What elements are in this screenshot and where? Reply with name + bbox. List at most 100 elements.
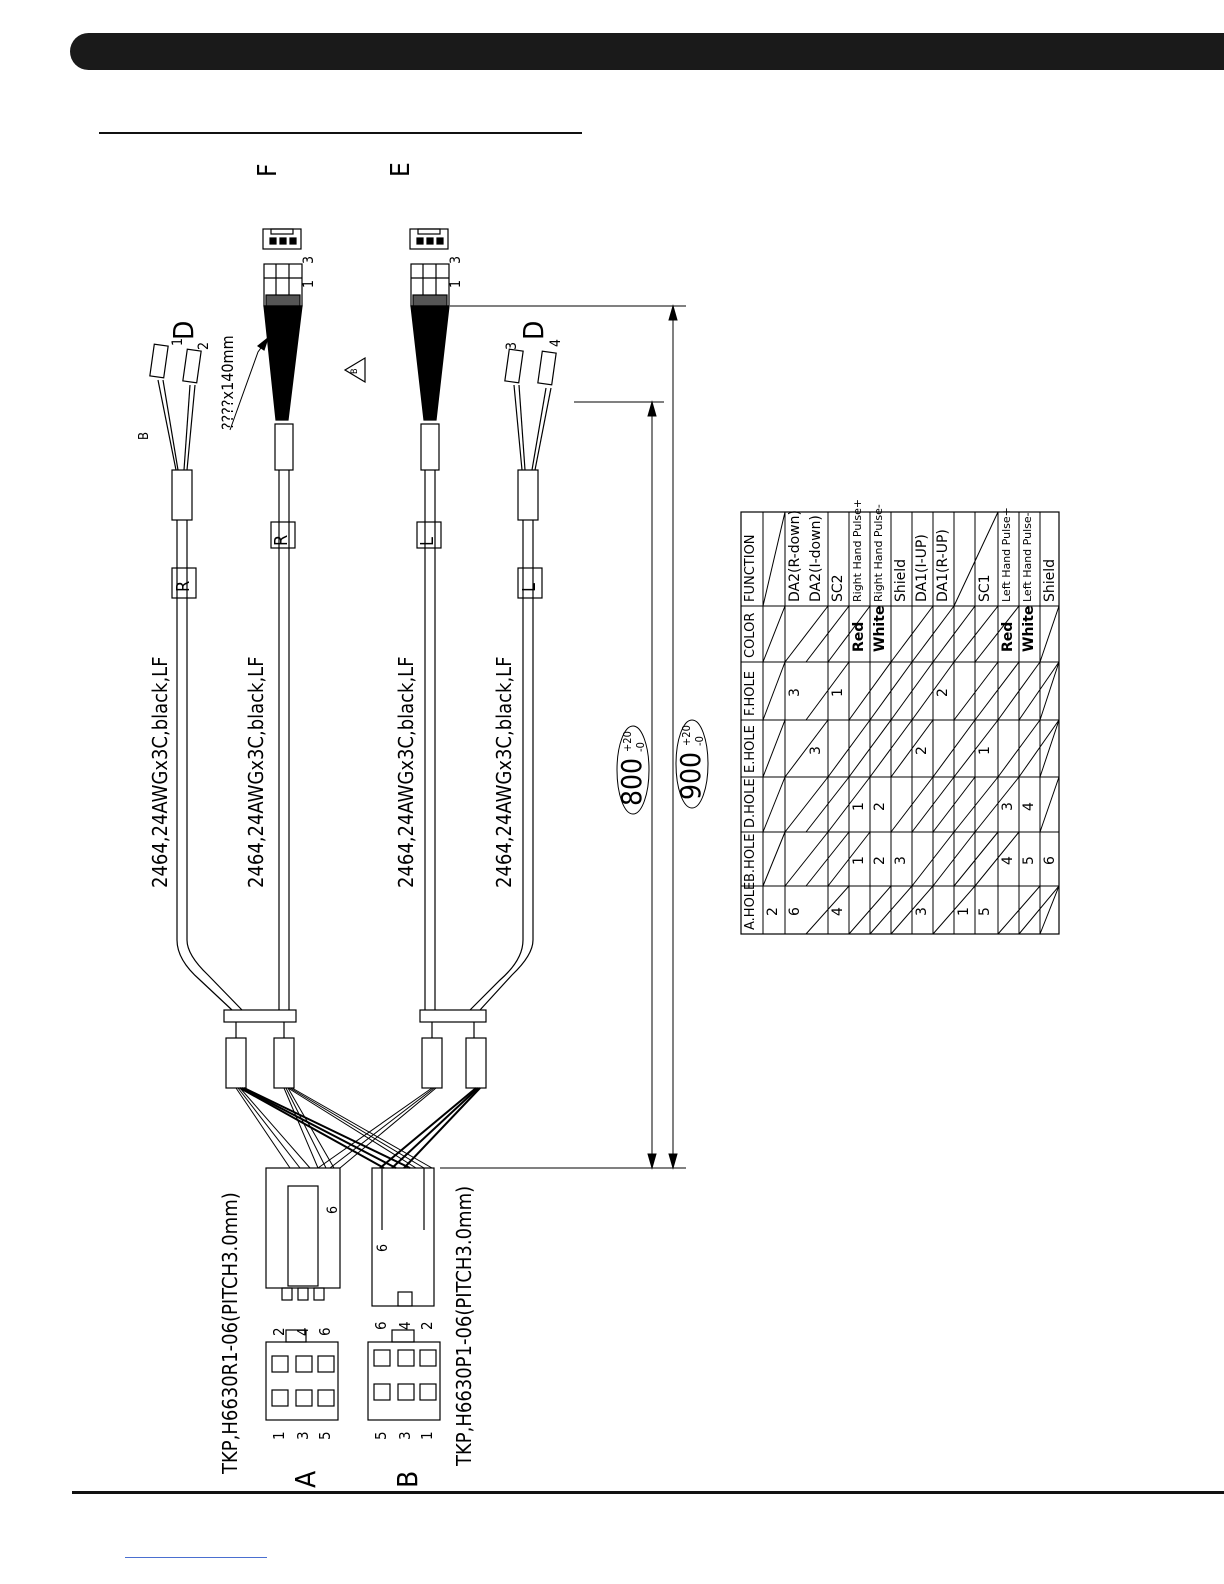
b-mark: B: [137, 431, 152, 440]
empty-cell-hatch: [805, 661, 850, 721]
connector-e-pin3: 3: [448, 255, 464, 264]
empty-cell-hatch: [997, 661, 1041, 721]
connector-a: [265, 1167, 341, 1421]
heatshrink-f1: [274, 423, 294, 471]
empty-cell-hatch: [953, 719, 999, 778]
empty-cell-hatch: [784, 605, 829, 663]
empty-cell-hatch: [1018, 885, 1060, 935]
empty-cell-hatch: [762, 661, 786, 721]
sleeve-e: [410, 305, 450, 421]
empty-cell-hatch: [911, 661, 955, 721]
table-cell: Red: [851, 621, 867, 652]
empty-cell-hatch: [784, 831, 829, 887]
table-cell: 2: [935, 688, 951, 697]
sleeve-f: [263, 305, 303, 421]
empty-cell-hatch: [911, 605, 955, 663]
table-cell: Right Hand Pulse+: [851, 498, 864, 602]
empty-cell-hatch: [953, 605, 999, 663]
table-header-f-hole: F.HOLE: [743, 671, 758, 716]
table-cell: Left Hand Pulse+: [1000, 507, 1013, 602]
table-header-d-hole: D.HOLE: [743, 778, 758, 828]
connector-a-pin5: 5: [316, 1431, 334, 1440]
empty-cell-hatch: [1039, 776, 1060, 833]
empty-cell-hatch: [827, 831, 871, 887]
table-cell: Left Hand Pulse-: [1021, 512, 1034, 602]
tag-r-cable2: [270, 521, 296, 549]
empty-cell-hatch: [784, 719, 829, 778]
empty-cell-hatch: [953, 661, 999, 721]
empty-cell-hatch: [762, 719, 786, 778]
empty-cell-hatch: [848, 661, 892, 721]
dim-900-value: 900: [674, 751, 707, 800]
connector-a-letter: A: [289, 1470, 322, 1488]
empty-cell-hatch: [1039, 605, 1060, 663]
empty-cell-hatch: [932, 885, 976, 935]
connector-a-pin4: 4: [294, 1327, 312, 1336]
footer-rule: [72, 1491, 1224, 1494]
empty-cell-hatch: [932, 831, 976, 887]
table-cell: 3: [808, 745, 824, 755]
empty-cell-hatch: [974, 661, 1020, 721]
terminal-d-pin1: 1: [170, 337, 186, 346]
table-cell: 3: [1000, 801, 1016, 811]
dim-900-tol-minus: -0: [693, 736, 706, 746]
table-header-e-hole: E.HOLE: [743, 725, 758, 773]
empty-cell-hatch: [890, 776, 934, 833]
table-cell: 3: [893, 856, 909, 865]
table-cell: 3: [787, 688, 803, 697]
table-cell: 1: [956, 907, 972, 916]
empty-cell-hatch: [762, 511, 786, 607]
connector-b-pin4: 4: [396, 1321, 414, 1330]
connector-e: [409, 228, 450, 307]
terminals-d-bottom: [504, 348, 557, 521]
connector-f-pin3: 3: [301, 255, 317, 264]
dim-800-tol-minus: -0: [634, 742, 647, 752]
empty-cell-hatch: [953, 511, 999, 607]
empty-cell-hatch: [762, 776, 786, 833]
footer-link[interactable]: [125, 1557, 267, 1558]
empty-cell-hatch: [1039, 661, 1060, 721]
table-cell: White: [1021, 605, 1037, 652]
tag-l-cable4: [517, 567, 543, 599]
header-bar: [70, 33, 1224, 70]
dim-800-tol-plus: +20: [621, 731, 634, 752]
empty-cell-hatch: [997, 885, 1041, 935]
cable-1-spec: 2464,24AWGx3C,black,LF: [148, 656, 172, 888]
empty-cell-hatch: [890, 605, 934, 663]
connector-a-pin2: 2: [270, 1327, 288, 1336]
connector-b-pin2: 2: [418, 1321, 436, 1330]
table-cell: 4: [1021, 801, 1037, 811]
empty-cell-hatch: [848, 719, 892, 778]
table-cell: 2: [765, 907, 781, 916]
table-cell: SC1: [977, 574, 993, 602]
connector-d-letter-bottom: D: [517, 320, 550, 340]
empty-cell-hatch: [974, 605, 1020, 663]
connector-b-pin3: 3: [396, 1431, 414, 1440]
table-cell: 2: [872, 801, 888, 811]
cable-clamp-l: [419, 1009, 487, 1023]
cable-4-tag: L: [519, 582, 540, 592]
empty-cell-hatch: [974, 831, 1020, 887]
empty-cell-hatch: [1018, 719, 1060, 778]
connector-b-pin5: 5: [372, 1431, 390, 1440]
empty-cell-hatch: [827, 776, 871, 833]
connector-a-side-pin: 6: [325, 1205, 341, 1214]
table-cell: 3: [914, 907, 930, 916]
connector-f-letter: F: [253, 163, 283, 177]
table-header-color: COLOR: [743, 612, 758, 658]
empty-cell-hatch: [997, 719, 1041, 778]
revision-triangle: [343, 356, 366, 384]
cable-3-tag: L: [417, 536, 438, 546]
terminal-d-pin3: 3: [504, 341, 520, 350]
connector-a-pin6: 6: [316, 1327, 334, 1336]
table-cell: 4: [830, 907, 846, 916]
empty-cell-hatch: [953, 776, 999, 833]
connector-b-side-pin: 6: [375, 1243, 391, 1252]
table-cell: Shield: [893, 558, 909, 602]
connector-a-pin3: 3: [294, 1431, 312, 1440]
connector-e-letter: E: [386, 162, 416, 177]
dimension-lines: [440, 304, 709, 1170]
empty-cell-hatch: [869, 885, 913, 935]
terminal-d-pin4: 4: [548, 338, 564, 347]
empty-cell-hatch: [932, 719, 976, 778]
